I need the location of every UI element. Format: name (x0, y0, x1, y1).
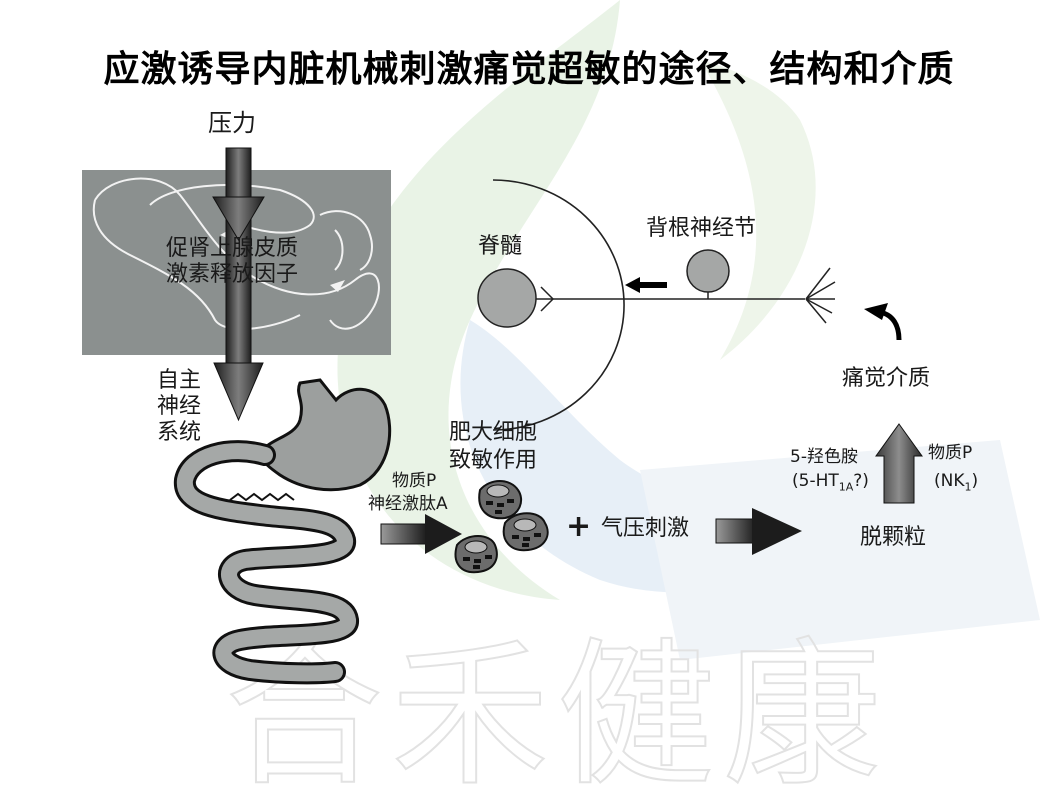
up-arrow-icon (875, 423, 923, 504)
label-neurokinin-a: 神经激肽A (368, 494, 448, 514)
stomach-illustration (173, 378, 392, 685)
mast-cell-icon (454, 535, 498, 574)
curved-arrow-icon (864, 303, 902, 341)
spinal-neuron-circle (477, 268, 537, 328)
spinal-cord-arc (492, 179, 625, 431)
label-crf-line2: 激素释放因子 (166, 262, 299, 287)
label-substance-p: 物质P (392, 471, 437, 491)
label-5ht1a: (5-HT1A?) (792, 471, 869, 494)
label-spinal-cord: 脊髓 (478, 234, 523, 259)
left-arrow-icon (625, 277, 667, 293)
mast-cell-icon (502, 512, 549, 552)
label-degranulation: 脱颗粒 (860, 525, 927, 550)
stress-arrow-icon (212, 147, 265, 422)
label-mast-line1: 肥大细胞 (449, 420, 538, 445)
label-substance-p-right: 物质P (928, 443, 973, 463)
label-serotonin: 5-羟色胺 (790, 447, 858, 467)
drg-circle (686, 249, 730, 293)
label-drg: 背根神经节 (646, 216, 757, 241)
right-arrow-icon (380, 514, 462, 554)
right-arrow-icon (715, 508, 802, 555)
page-title: 应激诱导内脏机械刺激痛觉超敏的途径、结构和介质 (103, 49, 955, 90)
label-stress: 压力 (208, 109, 256, 137)
label-crf-line1: 促肾上腺皮质 (166, 236, 299, 261)
label-pressure-stimulus: 气压刺激 (601, 516, 690, 541)
label-ans-line2: 神经 (157, 394, 202, 419)
label-ans-line1: 自主 (157, 368, 202, 393)
label-pain-mediators: 痛觉介质 (842, 366, 931, 391)
nerve-ending-icon (805, 267, 836, 324)
label-mast-line2: 致敏作用 (449, 448, 538, 473)
svg-text:合禾健康: 合禾健康 (225, 624, 889, 793)
label-nk1: (NK1) (934, 471, 979, 494)
label-ans-line3: 系统 (157, 420, 202, 445)
plus-icon: + (566, 509, 592, 544)
mast-cell-icon (478, 480, 523, 520)
